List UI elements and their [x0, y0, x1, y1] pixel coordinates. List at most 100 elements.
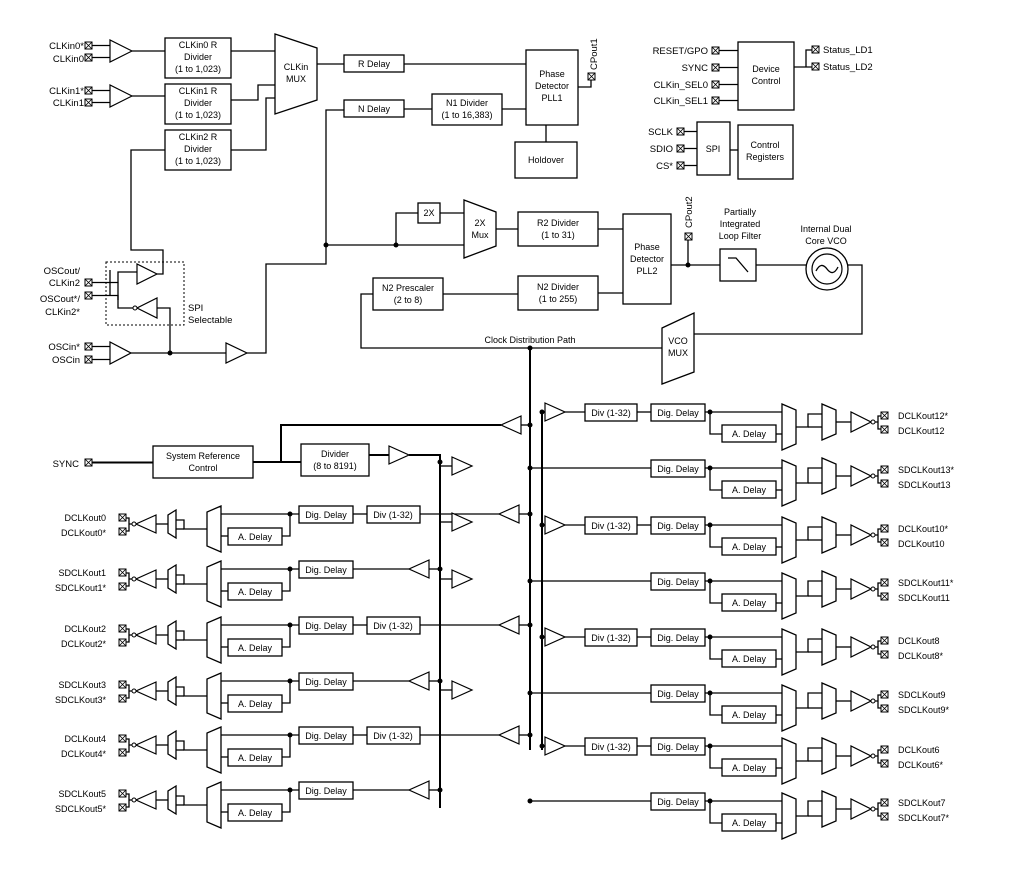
pin-clkin1-n[interactable] — [84, 86, 93, 95]
right-output-7-b-label: SDCLKout7* — [898, 813, 950, 823]
r2-div-line1: R2 Divider — [537, 218, 579, 228]
pin-right-0-a[interactable] — [880, 411, 889, 420]
pin-right-6-a[interactable] — [880, 745, 889, 754]
sysref-control: System Reference Control — [152, 445, 254, 479]
pin-clkin0-n[interactable] — [84, 41, 93, 50]
right-output-2-a-label: DCLKout10* — [898, 524, 949, 534]
pin-sclk[interactable] — [676, 127, 685, 136]
pin-left-4-b[interactable] — [118, 748, 127, 757]
left-output-3-b-label: SDCLKout3* — [55, 695, 107, 705]
pin-right-0-b[interactable] — [880, 425, 889, 434]
pin-right-2-b[interactable] — [880, 538, 889, 547]
spi-label: SPI — [706, 144, 721, 154]
right-output-3-b-label: SDCLKout11 — [898, 593, 950, 603]
a-delay-label: A. Delay — [732, 818, 767, 828]
holdover: Holdover — [514, 141, 578, 179]
sync-ctrl-label: SYNC — [682, 63, 709, 74]
pin-right-7-b[interactable] — [880, 812, 889, 821]
pin-left-1-a[interactable] — [118, 568, 127, 577]
pin-left-3-a[interactable] — [118, 680, 127, 689]
pin-right-5-a[interactable] — [880, 690, 889, 699]
right-output-3-a-label: SDCLKout11* — [898, 578, 954, 588]
dig-delay-label: Dig. Delay — [657, 689, 699, 699]
div-1-32-label: Div (1-32) — [591, 521, 631, 531]
clkin-mux-line1: CLKin — [284, 62, 309, 72]
pin-sync-in[interactable] — [84, 458, 93, 467]
pin-left-0-b[interactable] — [118, 527, 127, 536]
pin-left-4-a[interactable] — [118, 734, 127, 743]
pin-left-5-a[interactable] — [118, 789, 127, 798]
right-output-2-b-label: DCLKout10 — [898, 539, 945, 549]
ctrl-regs-line2: Registers — [746, 152, 785, 162]
pin-right-3-b[interactable] — [880, 592, 889, 601]
device-control — [737, 41, 795, 111]
pin-left-3-b[interactable] — [118, 694, 127, 703]
pin-sdio[interactable] — [676, 144, 685, 153]
right-output-7-a-label: SDCLKout7 — [898, 798, 946, 808]
vco-line2: Core VCO — [805, 236, 847, 246]
pin-right-1-b[interactable] — [880, 479, 889, 488]
a-delay-label: A. Delay — [732, 710, 767, 720]
clkin0-r-divider: CLKin0 R Divider (1 to 1,023) — [164, 37, 232, 79]
oscin-buffer-2 — [225, 342, 249, 364]
pin-oscin-n[interactable] — [84, 342, 93, 351]
n2-pre-line2: (2 to 8) — [394, 295, 423, 305]
left-output-4-a-label: DCLKout4 — [64, 734, 106, 744]
spi-block — [696, 121, 731, 176]
a-delay-label: A. Delay — [238, 643, 273, 653]
pin-clkin0[interactable] — [84, 53, 93, 62]
sysref-ctrl-line2: Control — [188, 463, 217, 473]
pin-oscout-n[interactable] — [84, 291, 93, 300]
left-output-2-b-label: DCLKout2* — [61, 639, 107, 649]
pin-left-5-b[interactable] — [118, 803, 127, 812]
pin-left-2-b[interactable] — [118, 638, 127, 647]
pin-right-3-a[interactable] — [880, 578, 889, 587]
pin-clkin-sel1[interactable] — [711, 96, 720, 105]
pin-right-1-a[interactable] — [880, 465, 889, 474]
sdio-label: SDIO — [650, 144, 673, 155]
pd-pll2-line2: Detector — [630, 254, 664, 264]
right-output-5-b-label: SDCLKout9* — [898, 705, 950, 715]
pin-cs[interactable] — [676, 161, 685, 170]
pin-reset-gpo[interactable] — [711, 46, 720, 55]
status-ld2-label: Status_LD2 — [823, 62, 873, 73]
pin-right-2-a[interactable] — [880, 524, 889, 533]
pin-right-7-a[interactable] — [880, 798, 889, 807]
pin-cpout1[interactable] — [587, 72, 596, 81]
right-output-6-a-label: DCLKout6 — [898, 745, 940, 755]
clkin1-r-div-line1: CLKin1 R — [179, 86, 218, 96]
pin-clkin-sel0[interactable] — [711, 80, 720, 89]
sysref-divider: Divider (8 to 8191) — [300, 443, 370, 477]
ctrl-regs-line1: Control — [750, 140, 779, 150]
holdover-label: Holdover — [528, 155, 564, 165]
pin-oscout[interactable] — [84, 278, 93, 287]
right-output-5-a-label: SDCLKout9 — [898, 690, 946, 700]
device-ctrl-line1: Device — [752, 64, 780, 74]
dig-delay-label: Dig. Delay — [657, 464, 699, 474]
pin-sync-ctrl[interactable] — [711, 63, 720, 72]
pin-status-ld1[interactable] — [811, 45, 820, 54]
pin-right-5-b[interactable] — [880, 704, 889, 713]
pin-left-1-b[interactable] — [118, 582, 127, 591]
left-output-1-a-label: SDCLKout1 — [58, 568, 106, 578]
pin-left-0-a[interactable] — [118, 513, 127, 522]
pin-right-4-a[interactable] — [880, 636, 889, 645]
pin-oscin[interactable] — [84, 355, 93, 364]
dig-delay-label: Dig. Delay — [305, 786, 347, 796]
n2-divider: N2 Divider (1 to 255) — [517, 275, 599, 311]
pin-right-4-b[interactable] — [880, 650, 889, 659]
pin-status-ld2[interactable] — [811, 62, 820, 71]
phase-detector-pll2: Phase Detector PLL2 — [622, 213, 672, 305]
pin-clkin1[interactable] — [84, 98, 93, 107]
pin-cpout2[interactable] — [684, 232, 693, 241]
pin-right-6-b[interactable] — [880, 759, 889, 768]
oscout-n-label-2: CLKin2* — [45, 307, 80, 318]
clkin1-buffer — [109, 84, 134, 108]
pin-left-2-a[interactable] — [118, 624, 127, 633]
